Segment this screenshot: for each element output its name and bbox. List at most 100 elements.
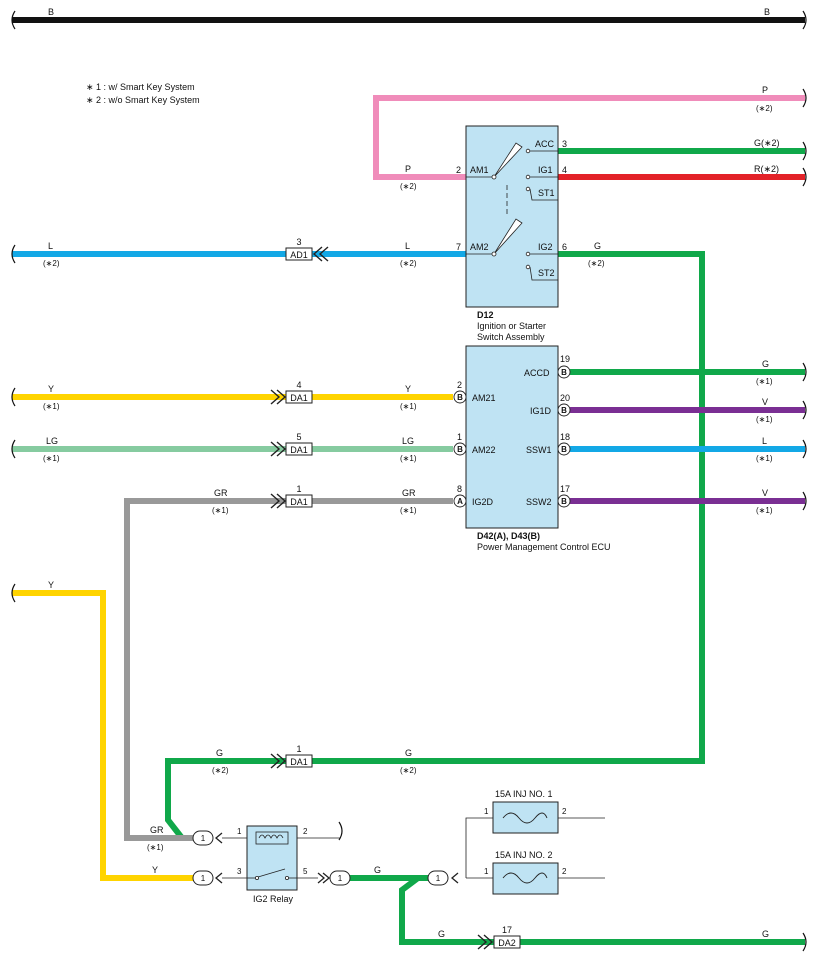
joint-relay-out-pin: 1 [338, 874, 343, 883]
ig-am1-pin: 2 [456, 165, 461, 175]
label-ssw2-right: V [762, 488, 768, 498]
joint-y-pin: 1 [201, 874, 206, 883]
label-g-relay-out: G [374, 865, 381, 875]
relay-pin-5: 5 [303, 867, 308, 876]
connector-da1-lg [270, 441, 313, 457]
ecu-name: Power Management Control ECU [477, 542, 611, 552]
ecu-ig2d-conn: A [457, 497, 463, 506]
connector-da1-y [270, 389, 313, 405]
ecu-ig1d-conn: B [561, 406, 567, 415]
fuse-branch [465, 817, 605, 879]
ecu-ig1d-label: IG1D [530, 406, 552, 416]
label-y-mid-n: (∗1) [400, 402, 417, 411]
wire-end-brackets [11, 10, 807, 952]
label-g-da2-left: G [438, 929, 445, 939]
label-g-da1-right: G [405, 748, 412, 758]
label-y-bottom: Y [152, 865, 158, 875]
joint-gr-pin: 1 [201, 834, 206, 843]
label-y-left-n: (∗1) [43, 402, 60, 411]
label-g-da1-right-n: (∗2) [400, 766, 417, 775]
label-b-right: B [764, 7, 770, 17]
ecu-accd-conn: B [561, 368, 567, 377]
label-gr-left: GR [214, 488, 228, 498]
connector-da1-gr-pin: 1 [296, 484, 301, 494]
fuse-inj-1-name: 15A INJ NO. 1 [495, 789, 553, 799]
label-lg-left: LG [46, 436, 58, 446]
label-gr-mid-n: (∗1) [400, 506, 417, 515]
ecu-am22-pin: 1 [457, 432, 462, 442]
label-gr-bottom-n: (∗1) [147, 843, 164, 852]
label-accd-right: G [762, 359, 769, 369]
fuse-inj-2-pin2: 2 [562, 867, 567, 876]
joint-fuse-pin: 1 [436, 874, 441, 883]
label-ig1d-right-n: (∗1) [756, 415, 773, 424]
ecu-ssw2-conn: B [561, 497, 567, 506]
connector-da2-label: DA2 [498, 938, 516, 948]
ecu-ssw1-conn: B [561, 445, 567, 454]
ig-ig1-label: IG1 [538, 165, 553, 175]
note-2: ∗ 2 : w/o Smart Key System [86, 95, 200, 105]
connector-ad1 [285, 246, 329, 262]
ig-am1-label: AM1 [470, 165, 489, 175]
label-lg-left-n: (∗1) [43, 454, 60, 463]
ecu-accd-label: ACCD [524, 368, 550, 378]
label-lg-mid-n: (∗1) [400, 454, 417, 463]
connector-da1-gr [270, 493, 313, 509]
label-g-ig2: G [594, 241, 601, 251]
ecu-ssw1-pin: 18 [560, 432, 570, 442]
label-accd-right-n: (∗1) [756, 377, 773, 386]
relay-name: IG2 Relay [253, 894, 294, 904]
fuse-inj-1-pin1: 1 [484, 807, 489, 816]
connector-da2 [477, 934, 521, 950]
label-y-left: Y [48, 384, 54, 394]
joint-fuse [427, 870, 459, 886]
label-p-left: P [405, 164, 411, 174]
connector-da1-g [270, 753, 313, 769]
connector-da1-y-label: DA1 [290, 393, 308, 403]
relay-pin-2: 2 [303, 827, 308, 836]
connector-da1-lg-label: DA1 [290, 445, 308, 455]
wire-y-lower [12, 590, 193, 881]
ecu-box [465, 345, 559, 529]
label-l-mid: L [405, 241, 410, 251]
ig2-relay [222, 825, 340, 891]
label-p-right: P [762, 85, 768, 95]
label-g-da1-left-n: (∗2) [212, 766, 229, 775]
ig-ig2-label: IG2 [538, 242, 553, 252]
label-g-da1-left: G [216, 748, 223, 758]
label-gr-bottom: GR [150, 825, 164, 835]
fuse-inj-2 [492, 862, 559, 895]
label-lg-mid: LG [402, 436, 414, 446]
ignition-switch-internals [466, 142, 559, 281]
wire-g-down [399, 875, 805, 945]
fuse-inj-2-name: 15A INJ NO. 2 [495, 850, 553, 860]
wire-g-ig2 [165, 251, 705, 840]
label-y-lower: Y [48, 580, 54, 590]
label-gr-mid: GR [402, 488, 416, 498]
ig-ig1-pin: 4 [562, 165, 567, 175]
ecu-accd-pin: 19 [560, 354, 570, 364]
label-ssw1-right: L [762, 436, 767, 446]
label-ssw2-right-n: (∗1) [756, 506, 773, 515]
ig-switch-name-1: Ignition or Starter [477, 321, 546, 331]
label-l-left-n: (∗2) [43, 259, 60, 268]
joint-gr [192, 830, 223, 846]
ecu-pin-circles [453, 365, 571, 508]
label-acc-right: G(∗2) [754, 138, 780, 148]
ecu-ssw1-label: SSW1 [526, 445, 552, 455]
ig-st2-label: ST2 [538, 268, 555, 278]
joint-relay-out [317, 870, 351, 886]
ig-switch-id: D12 [477, 310, 494, 320]
label-y-mid: Y [405, 384, 411, 394]
label-l-left: L [48, 241, 53, 251]
ecu-am21-pin: 2 [457, 380, 462, 390]
label-ig1-right: R(∗2) [754, 164, 779, 174]
ig-switch-name-2: Switch Assembly [477, 332, 545, 342]
connector-da1-g-pin: 1 [296, 744, 301, 754]
joint-y [192, 870, 223, 886]
label-gr-left-n: (∗1) [212, 506, 229, 515]
ig-am2-label: AM2 [470, 242, 489, 252]
ecu-am21-label: AM21 [472, 393, 496, 403]
wire-p [373, 95, 805, 180]
